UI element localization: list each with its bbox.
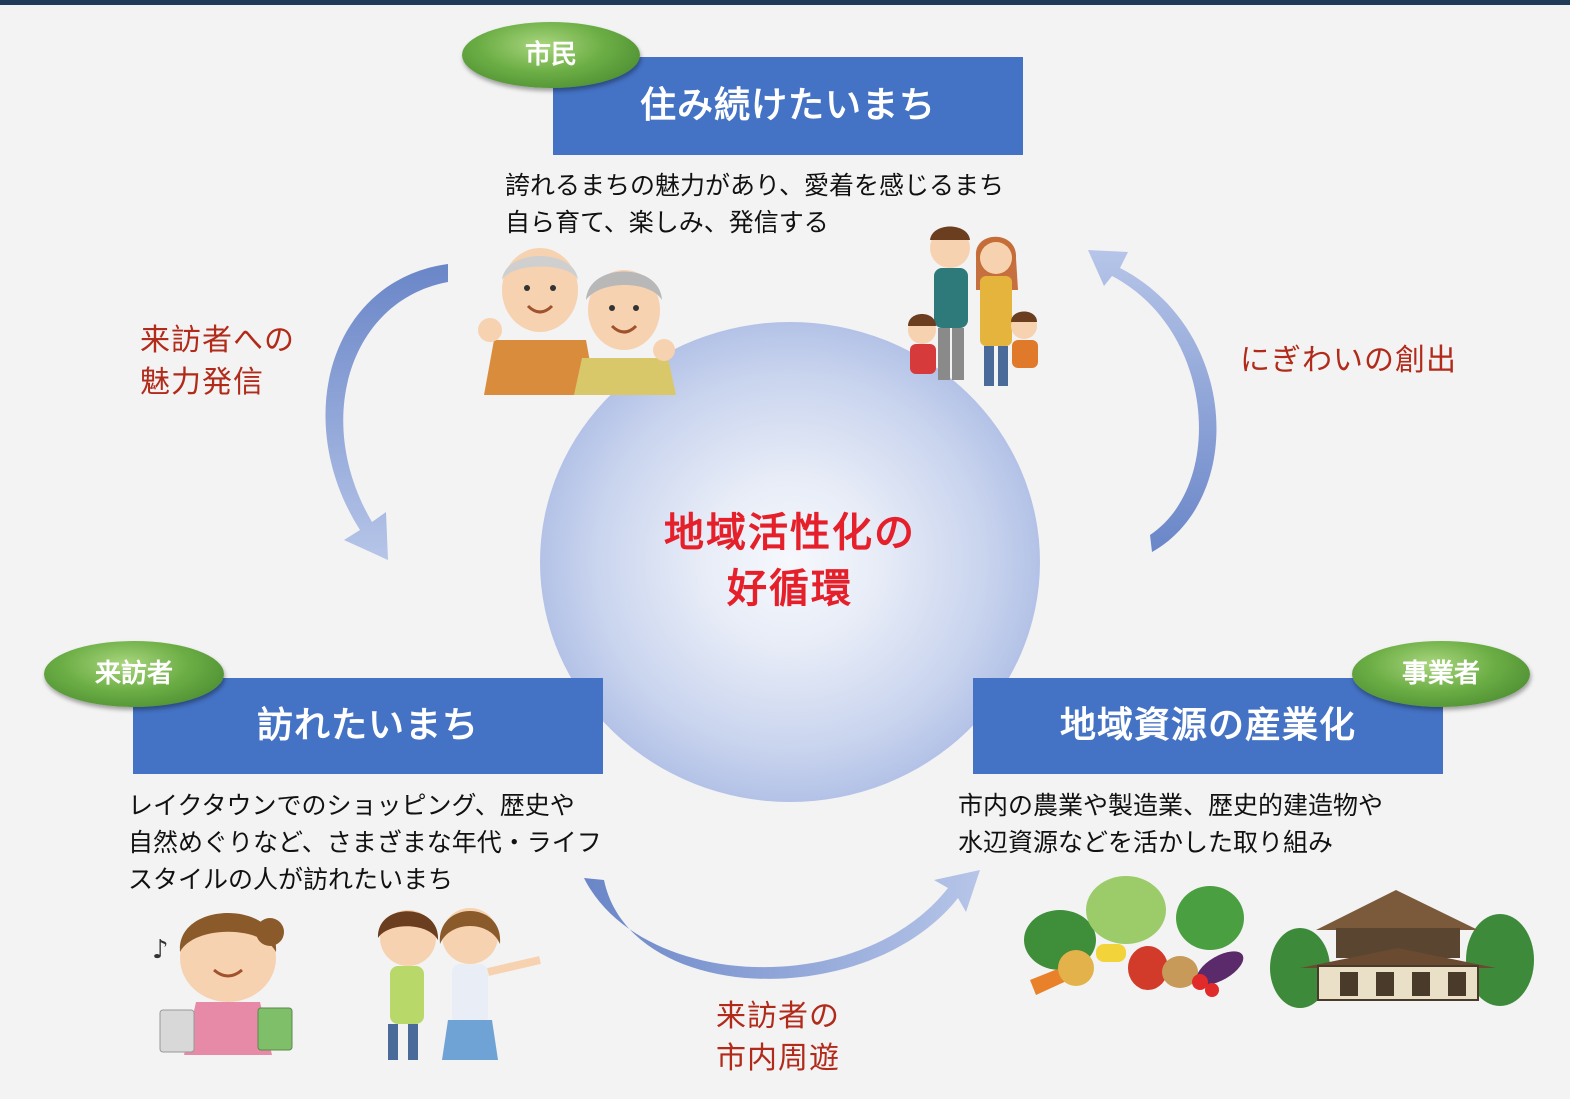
shopping-woman-illustration: ♪ bbox=[152, 913, 293, 1055]
visitor-desc-line-3: スタイルの人が訪れたいまち bbox=[128, 865, 454, 894]
citizen-badge-label: 市民 bbox=[524, 40, 577, 70]
center-label: 地域活性化の 好循環 bbox=[560, 505, 1020, 617]
flow-right-line: にぎわいの創出 bbox=[1240, 343, 1457, 378]
citizen-desc-line-2: 自ら育て、楽しみ、発信する bbox=[505, 208, 829, 237]
business-badge-label: 事業者 bbox=[1401, 659, 1480, 689]
flow-bottom-line-1: 来訪者の bbox=[716, 999, 840, 1034]
center-circle bbox=[540, 322, 1040, 802]
elderly-couple-illustration bbox=[478, 248, 676, 395]
center-line-1: 地域活性化の bbox=[664, 510, 916, 556]
flow-bottom-label: 来訪者の 市内周遊 bbox=[716, 996, 840, 1080]
business-description: 市内の農業や製造業、歴史的建造物や 水辺資源などを活かした取り組み bbox=[958, 787, 1383, 861]
arrow-left-icon bbox=[325, 264, 448, 560]
arrow-right-icon bbox=[1088, 250, 1217, 552]
business-title: 地域資源の産業化 bbox=[1059, 705, 1356, 746]
visitor-badge-label: 来訪者 bbox=[94, 659, 173, 689]
citizen-title: 住み続けたいまち bbox=[639, 85, 936, 126]
business-title-box: 地域資源の産業化 bbox=[973, 678, 1443, 774]
visitor-badge: 来訪者 bbox=[44, 641, 224, 707]
visitor-description: レイクタウンでのショッピング、歴史や 自然めぐりなど、さまざまな年代・ライフ ス… bbox=[128, 787, 602, 898]
business-desc-line-2: 水辺資源などを活かした取り組み bbox=[958, 828, 1334, 857]
citizen-badge: 市民 bbox=[462, 22, 640, 88]
visitor-title-box: 訪れたいまち bbox=[133, 678, 603, 774]
flow-left-line-2: 魅力発信 bbox=[140, 365, 264, 400]
top-border bbox=[0, 0, 1570, 5]
citizen-description: 誇れるまちの魅力があり、愛着を感じるまち 自ら育て、楽しみ、発信する bbox=[505, 167, 1004, 241]
flow-left-label: 来訪者への 魅力発信 bbox=[140, 320, 295, 404]
arrow-bottom-icon bbox=[584, 870, 980, 979]
citizen-title-box: 住み続けたいまち bbox=[553, 57, 1023, 155]
business-desc-line-1: 市内の農業や製造業、歴史的建造物や bbox=[958, 791, 1384, 820]
visitor-title: 訪れたいまち bbox=[256, 705, 479, 746]
flow-bottom-line-2: 市内周遊 bbox=[716, 1041, 840, 1076]
family-illustration bbox=[908, 226, 1038, 386]
flow-left-line-1: 来訪者への bbox=[140, 323, 295, 358]
citizen-desc-line-1: 誇れるまちの魅力があり、愛着を感じるまち bbox=[505, 171, 1005, 200]
business-badge: 事業者 bbox=[1352, 641, 1530, 707]
center-line-2: 好循環 bbox=[727, 566, 853, 612]
visitor-desc-line-2: 自然めぐりなど、さまざまな年代・ライフ bbox=[128, 828, 602, 857]
svg-text:♪: ♪ bbox=[152, 935, 169, 965]
flow-right-label: にぎわいの創出 bbox=[1240, 340, 1457, 382]
traditional-house-illustration bbox=[1270, 890, 1534, 1008]
walking-women-illustration bbox=[377, 908, 541, 1060]
vegetables-illustration bbox=[1024, 876, 1244, 997]
visitor-desc-line-1: レイクタウンでのショッピング、歴史や bbox=[128, 791, 575, 820]
